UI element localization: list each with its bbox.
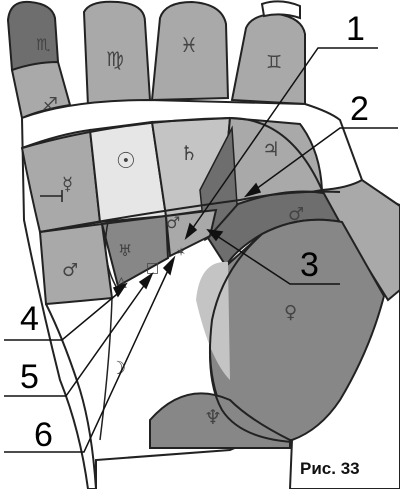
middle-glyph: ♓	[180, 33, 198, 57]
ring-finger-tip	[260, 0, 301, 20]
callout-3-arrow	[206, 228, 224, 242]
callout-5-arrow	[138, 271, 154, 290]
callout-5-line	[4, 279, 149, 397]
palm-left-edge	[45, 303, 97, 490]
pinky-glyph: ♏	[36, 35, 50, 54]
square-sign: □	[146, 260, 159, 276]
callout-2-arrow	[243, 182, 262, 198]
saturn-glyph: ♄	[180, 141, 198, 165]
callout-3-number: 3	[300, 246, 319, 284]
callout-2-number: 2	[350, 90, 369, 128]
middle-finger	[150, 0, 230, 102]
uranus-mount	[100, 214, 170, 288]
callout-4-line	[4, 289, 123, 341]
index-glyph: ♍	[106, 47, 124, 71]
mars-upper-glyph: ♂	[288, 204, 304, 225]
callout-1-line	[189, 47, 378, 233]
callout-4-arrow	[112, 282, 128, 298]
callout-5-number: 5	[20, 358, 39, 396]
callout-1-number: 1	[346, 10, 365, 48]
venus-glyph: ♀	[284, 302, 297, 323]
uranus-glyph: ♅	[118, 241, 132, 260]
star-sign: ✶	[176, 245, 186, 259]
mars-center-glyph: ♂	[166, 213, 180, 232]
callout-6-line	[4, 265, 171, 453]
mars-left-glyph: ♂	[62, 260, 78, 281]
heart-line	[21, 116, 323, 191]
neptune-glyph: ♆	[204, 405, 222, 429]
pinky-finger	[6, 0, 60, 72]
ring-glyph: ♊	[266, 52, 282, 73]
mercury-mark	[40, 190, 63, 202]
callout-6-arrow	[162, 255, 176, 276]
triangle-sign: △	[116, 274, 127, 290]
sun-glyph: ☉	[116, 149, 136, 174]
callout-6-number: 6	[34, 416, 53, 454]
head-line	[39, 190, 341, 233]
jupiter-glyph: ♃	[262, 137, 280, 161]
sagittarius-glyph: ♐	[42, 94, 58, 115]
callout-3-line	[213, 233, 340, 285]
life-line	[208, 233, 293, 443]
mercury-glyph: ☿	[62, 174, 73, 195]
fate-line	[104, 221, 119, 291]
figure-caption: Рис. 33	[300, 459, 360, 478]
lower-separator	[99, 297, 113, 441]
index-finger	[82, 0, 152, 108]
moon-glyph: ☽	[110, 358, 126, 379]
callout-4-number: 4	[20, 300, 39, 338]
thumb	[320, 178, 400, 302]
callout-2-line	[251, 127, 398, 193]
callout-1-arrow	[184, 222, 198, 241]
